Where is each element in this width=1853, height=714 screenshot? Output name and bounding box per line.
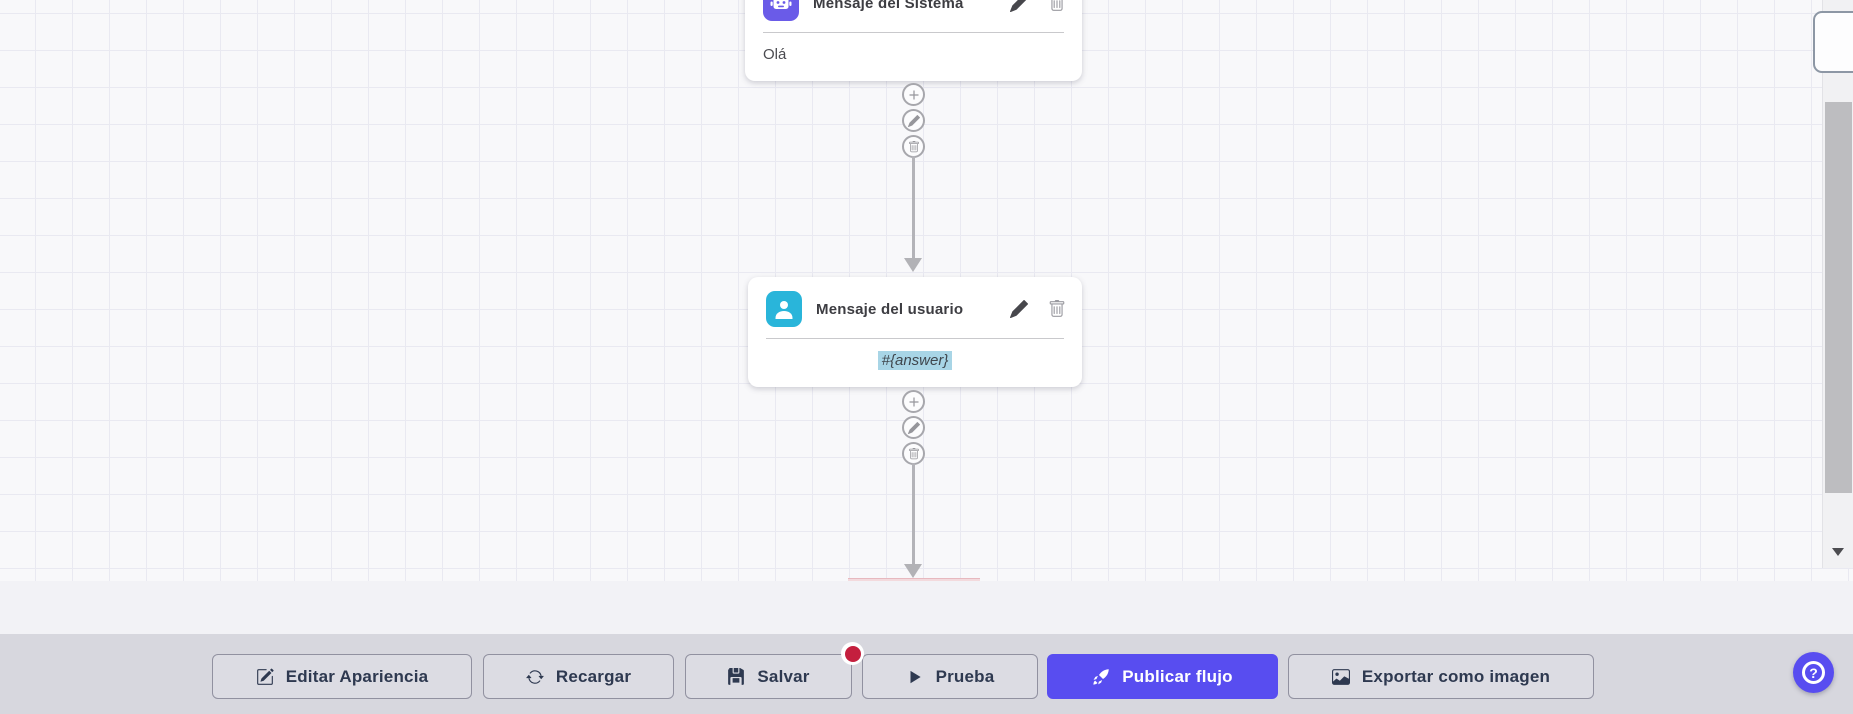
save-button[interactable]: Salvar [685,654,852,699]
flow-canvas[interactable]: Mensaje del Sistema Olá [0,0,1853,581]
button-label: Exportar como imagen [1361,666,1551,686]
trash-icon [908,447,919,459]
image-icon [1331,668,1350,685]
user-icon [766,291,802,327]
save-icon [728,667,745,685]
connector-line [912,156,915,260]
edit-node-icon[interactable] [1010,0,1028,12]
node-body-text: Olá [763,46,787,63]
edit-appearance-icon [256,668,274,685]
pencil-icon [907,114,920,127]
edit-appearance-button[interactable]: Editar Apariencia [212,654,472,699]
edit-step-button[interactable] [902,109,925,132]
question-mark-icon: ? [1802,661,1825,684]
button-label: Publicar flujo [1122,666,1233,686]
add-step-button[interactable] [902,83,925,106]
variable-token[interactable]: #{answer} [877,351,953,370]
node-body-text: #{answer} [748,339,1082,370]
button-label: Editar Apariencia [285,666,429,686]
export-image-button[interactable]: Exportar como imagen [1288,654,1594,699]
connector-line [912,463,915,564]
node-title: Mensaje del usuario [816,300,964,318]
robot-icon [763,0,799,21]
delete-node-icon[interactable] [1048,0,1066,12]
pencil-icon [907,421,920,434]
connector-arrowhead [904,564,922,578]
node-system-message[interactable]: Mensaje del Sistema Olá [745,0,1082,81]
node-header: Mensaje del Sistema [745,0,1082,21]
next-node-partial-edge [848,578,980,582]
unsaved-changes-badge [841,642,864,665]
canvas-footer-spacer [0,581,1853,634]
canvas-control-panel[interactable] [1813,11,1853,73]
node-title: Mensaje del Sistema [813,0,964,12]
rocket-icon [1093,668,1110,685]
bottom-toolbar: Editar Apariencia Recargar Salvar Prueba… [0,634,1853,714]
delete-step-button[interactable] [902,135,925,158]
refresh-icon [526,669,544,684]
delete-node-icon[interactable] [1048,300,1066,318]
node-divider [763,32,1064,33]
connector-arrowhead [904,258,922,272]
vertical-scrollbar[interactable] [1822,0,1853,568]
trash-icon [908,140,919,152]
scrollbar-down-arrow-icon[interactable] [1832,548,1844,556]
plus-icon [909,90,918,99]
test-button[interactable]: Prueba [862,654,1038,699]
node-divider [766,338,1064,339]
node-user-message[interactable]: Mensaje del usuario #{answer} [748,277,1082,387]
reload-button[interactable]: Recargar [483,654,674,699]
button-label: Prueba [935,666,995,686]
edit-step-button[interactable] [902,416,925,439]
button-label: Salvar [757,666,810,686]
scrollbar-thumb[interactable] [1825,102,1852,493]
delete-step-button[interactable] [902,442,925,465]
button-label: Recargar [555,666,632,686]
plus-icon [909,397,918,406]
help-button[interactable]: ? [1793,652,1834,693]
edit-node-icon[interactable] [1010,299,1029,318]
publish-flow-button[interactable]: Publicar flujo [1047,654,1278,699]
add-step-button[interactable] [902,390,925,413]
node-header: Mensaje del usuario [748,277,1082,327]
play-icon [910,670,921,683]
